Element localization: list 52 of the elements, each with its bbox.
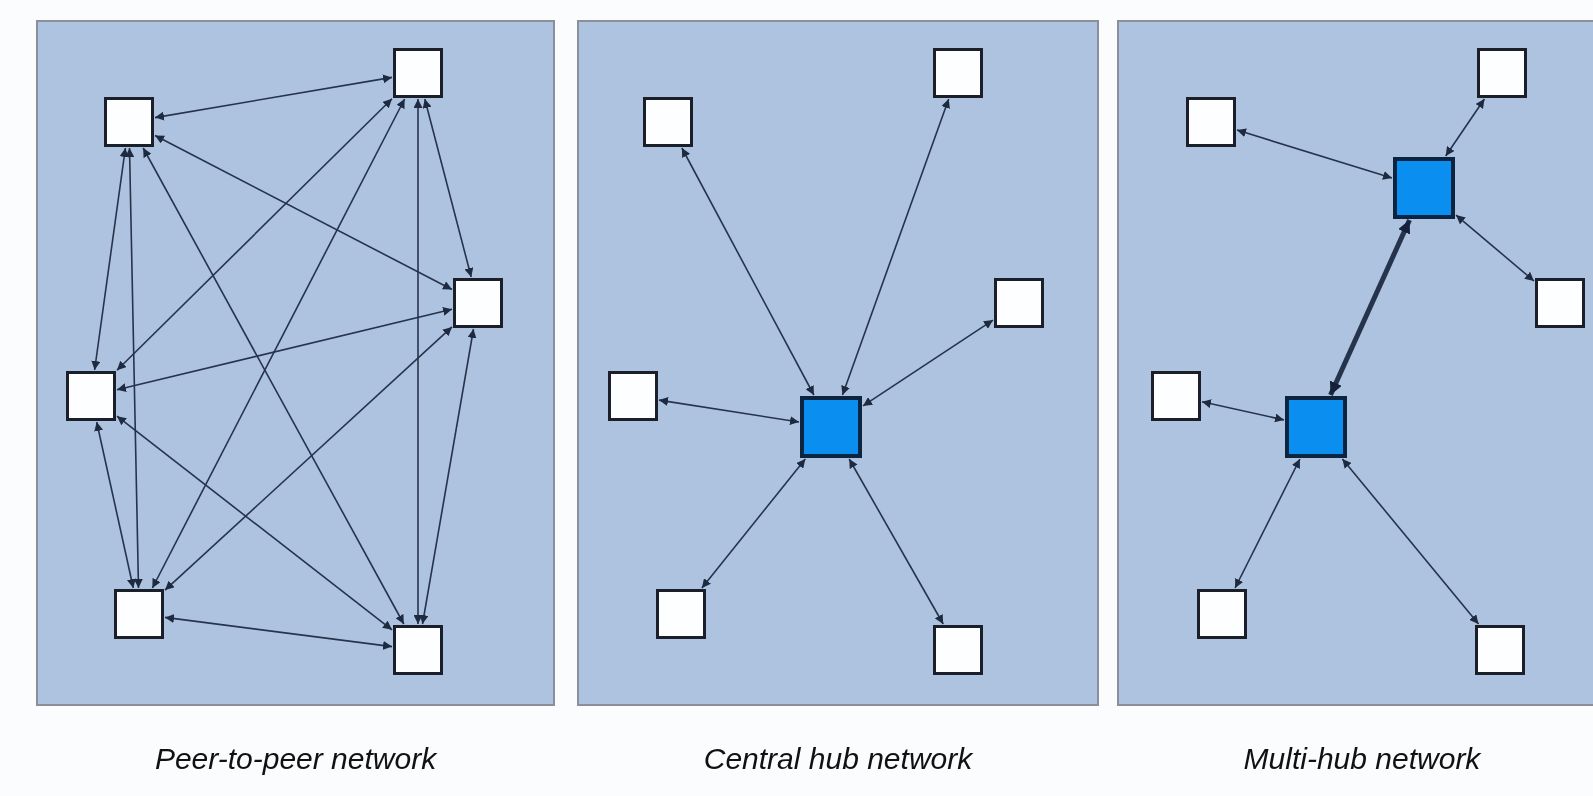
connector-arrow (1328, 218, 1412, 397)
node-box (393, 48, 443, 98)
connector-arrow (116, 306, 453, 393)
connector-arrow (1341, 458, 1480, 625)
connector-arrow (154, 74, 393, 121)
connector-arrow (116, 415, 393, 631)
connector-arrow (142, 147, 405, 625)
panel-caption: Central hub network (703, 742, 973, 776)
connector-arrow (94, 421, 136, 589)
node-box (1477, 48, 1527, 98)
node-box (114, 589, 164, 639)
connector-arrow (116, 97, 393, 372)
hub-box (1285, 396, 1347, 458)
connector-arrow (1444, 98, 1486, 157)
connector-arrow (413, 98, 423, 625)
node-box (1535, 278, 1585, 328)
connector-arrow (1234, 458, 1301, 589)
hub-box (1393, 157, 1455, 219)
panel-caption: Peer-to-peer network (154, 742, 437, 776)
node-box (656, 589, 706, 639)
connector-arrow (419, 328, 477, 625)
connector-arrow (91, 147, 129, 371)
connector-arrow (422, 98, 474, 278)
node-box (453, 278, 503, 328)
node-box (1197, 589, 1247, 639)
connector-arrow (151, 98, 406, 589)
connector-arrow (1236, 128, 1393, 180)
node-box (1186, 97, 1236, 147)
node-box (643, 97, 693, 147)
node-box (66, 371, 116, 421)
connector-arrow (125, 147, 143, 589)
connector-arrow (1455, 214, 1535, 282)
panel-caption: Multi-hub network (1243, 742, 1481, 776)
node-box (104, 97, 154, 147)
connector-arrow (701, 458, 807, 589)
connector-arrow (164, 614, 393, 650)
node-box (608, 371, 658, 421)
node-box (1151, 371, 1201, 421)
node-box (393, 625, 443, 675)
connector-arrow (681, 147, 815, 396)
node-box (933, 625, 983, 675)
connector-arrow (164, 326, 453, 591)
connector-arrow (1201, 399, 1285, 423)
node-box (994, 278, 1044, 328)
node-box (933, 48, 983, 98)
node-box (1475, 625, 1525, 675)
connector-arrow (862, 319, 994, 407)
connector-arrow (154, 134, 453, 291)
connector-arrow (658, 397, 800, 426)
connector-arrow (848, 458, 944, 625)
hub-box (800, 396, 862, 458)
connector-arrow (841, 98, 950, 396)
